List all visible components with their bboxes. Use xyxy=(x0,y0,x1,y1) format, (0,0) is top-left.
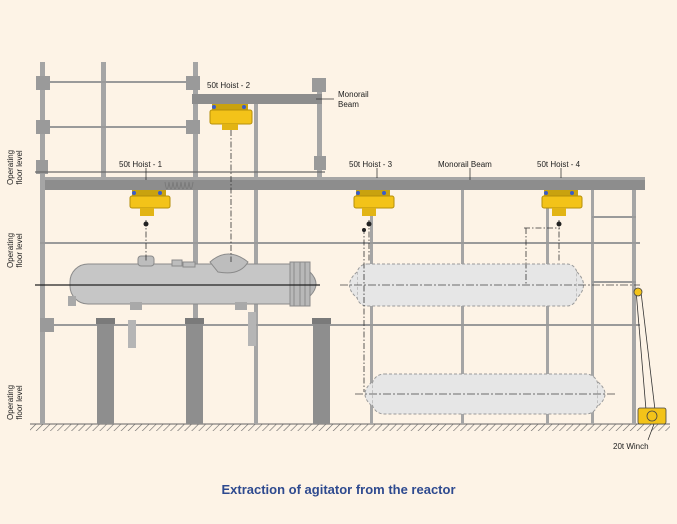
floor-label-middle: Operating floor level xyxy=(6,232,24,268)
hoist-4-label: 50t Hoist - 4 xyxy=(537,160,581,169)
lifting-chains xyxy=(145,130,560,392)
hoist-3 xyxy=(353,190,395,216)
ground-hatching xyxy=(30,423,670,431)
leader-lines xyxy=(145,168,562,180)
reactor-vessel xyxy=(35,253,320,310)
monorail-top-label: Monorail Beam xyxy=(338,90,369,109)
winch-label: 20t Winch xyxy=(613,442,649,451)
agitator-ghost-upper xyxy=(340,263,640,307)
monorail-top-beam xyxy=(192,94,334,104)
cable-coil xyxy=(164,181,194,190)
winch-rope xyxy=(635,289,656,411)
pulley-icon xyxy=(633,287,643,297)
hoist-2 xyxy=(209,104,253,130)
hoist-4 xyxy=(541,190,583,216)
hoist-2-label: 50t Hoist - 2 xyxy=(207,81,251,90)
winch-icon xyxy=(637,407,667,441)
hoist-3-label: 50t Hoist - 3 xyxy=(349,160,393,169)
hoist-1-label: 50t Hoist - 1 xyxy=(119,160,163,169)
floor-label-lower: Operating floor level xyxy=(6,384,24,420)
support-pillars xyxy=(96,312,331,424)
monorail-main-beam xyxy=(45,177,645,190)
figure-caption: Extraction of agitator from the reactor xyxy=(221,482,456,497)
floor-label-upper: Operating floor level xyxy=(6,149,24,185)
agitator-ghost-lower xyxy=(355,373,615,415)
horizontal-bracing xyxy=(40,81,640,326)
hoist-1 xyxy=(129,190,171,216)
monorail-main-label: Monorail Beam xyxy=(438,160,492,169)
hook-markers xyxy=(143,221,562,232)
